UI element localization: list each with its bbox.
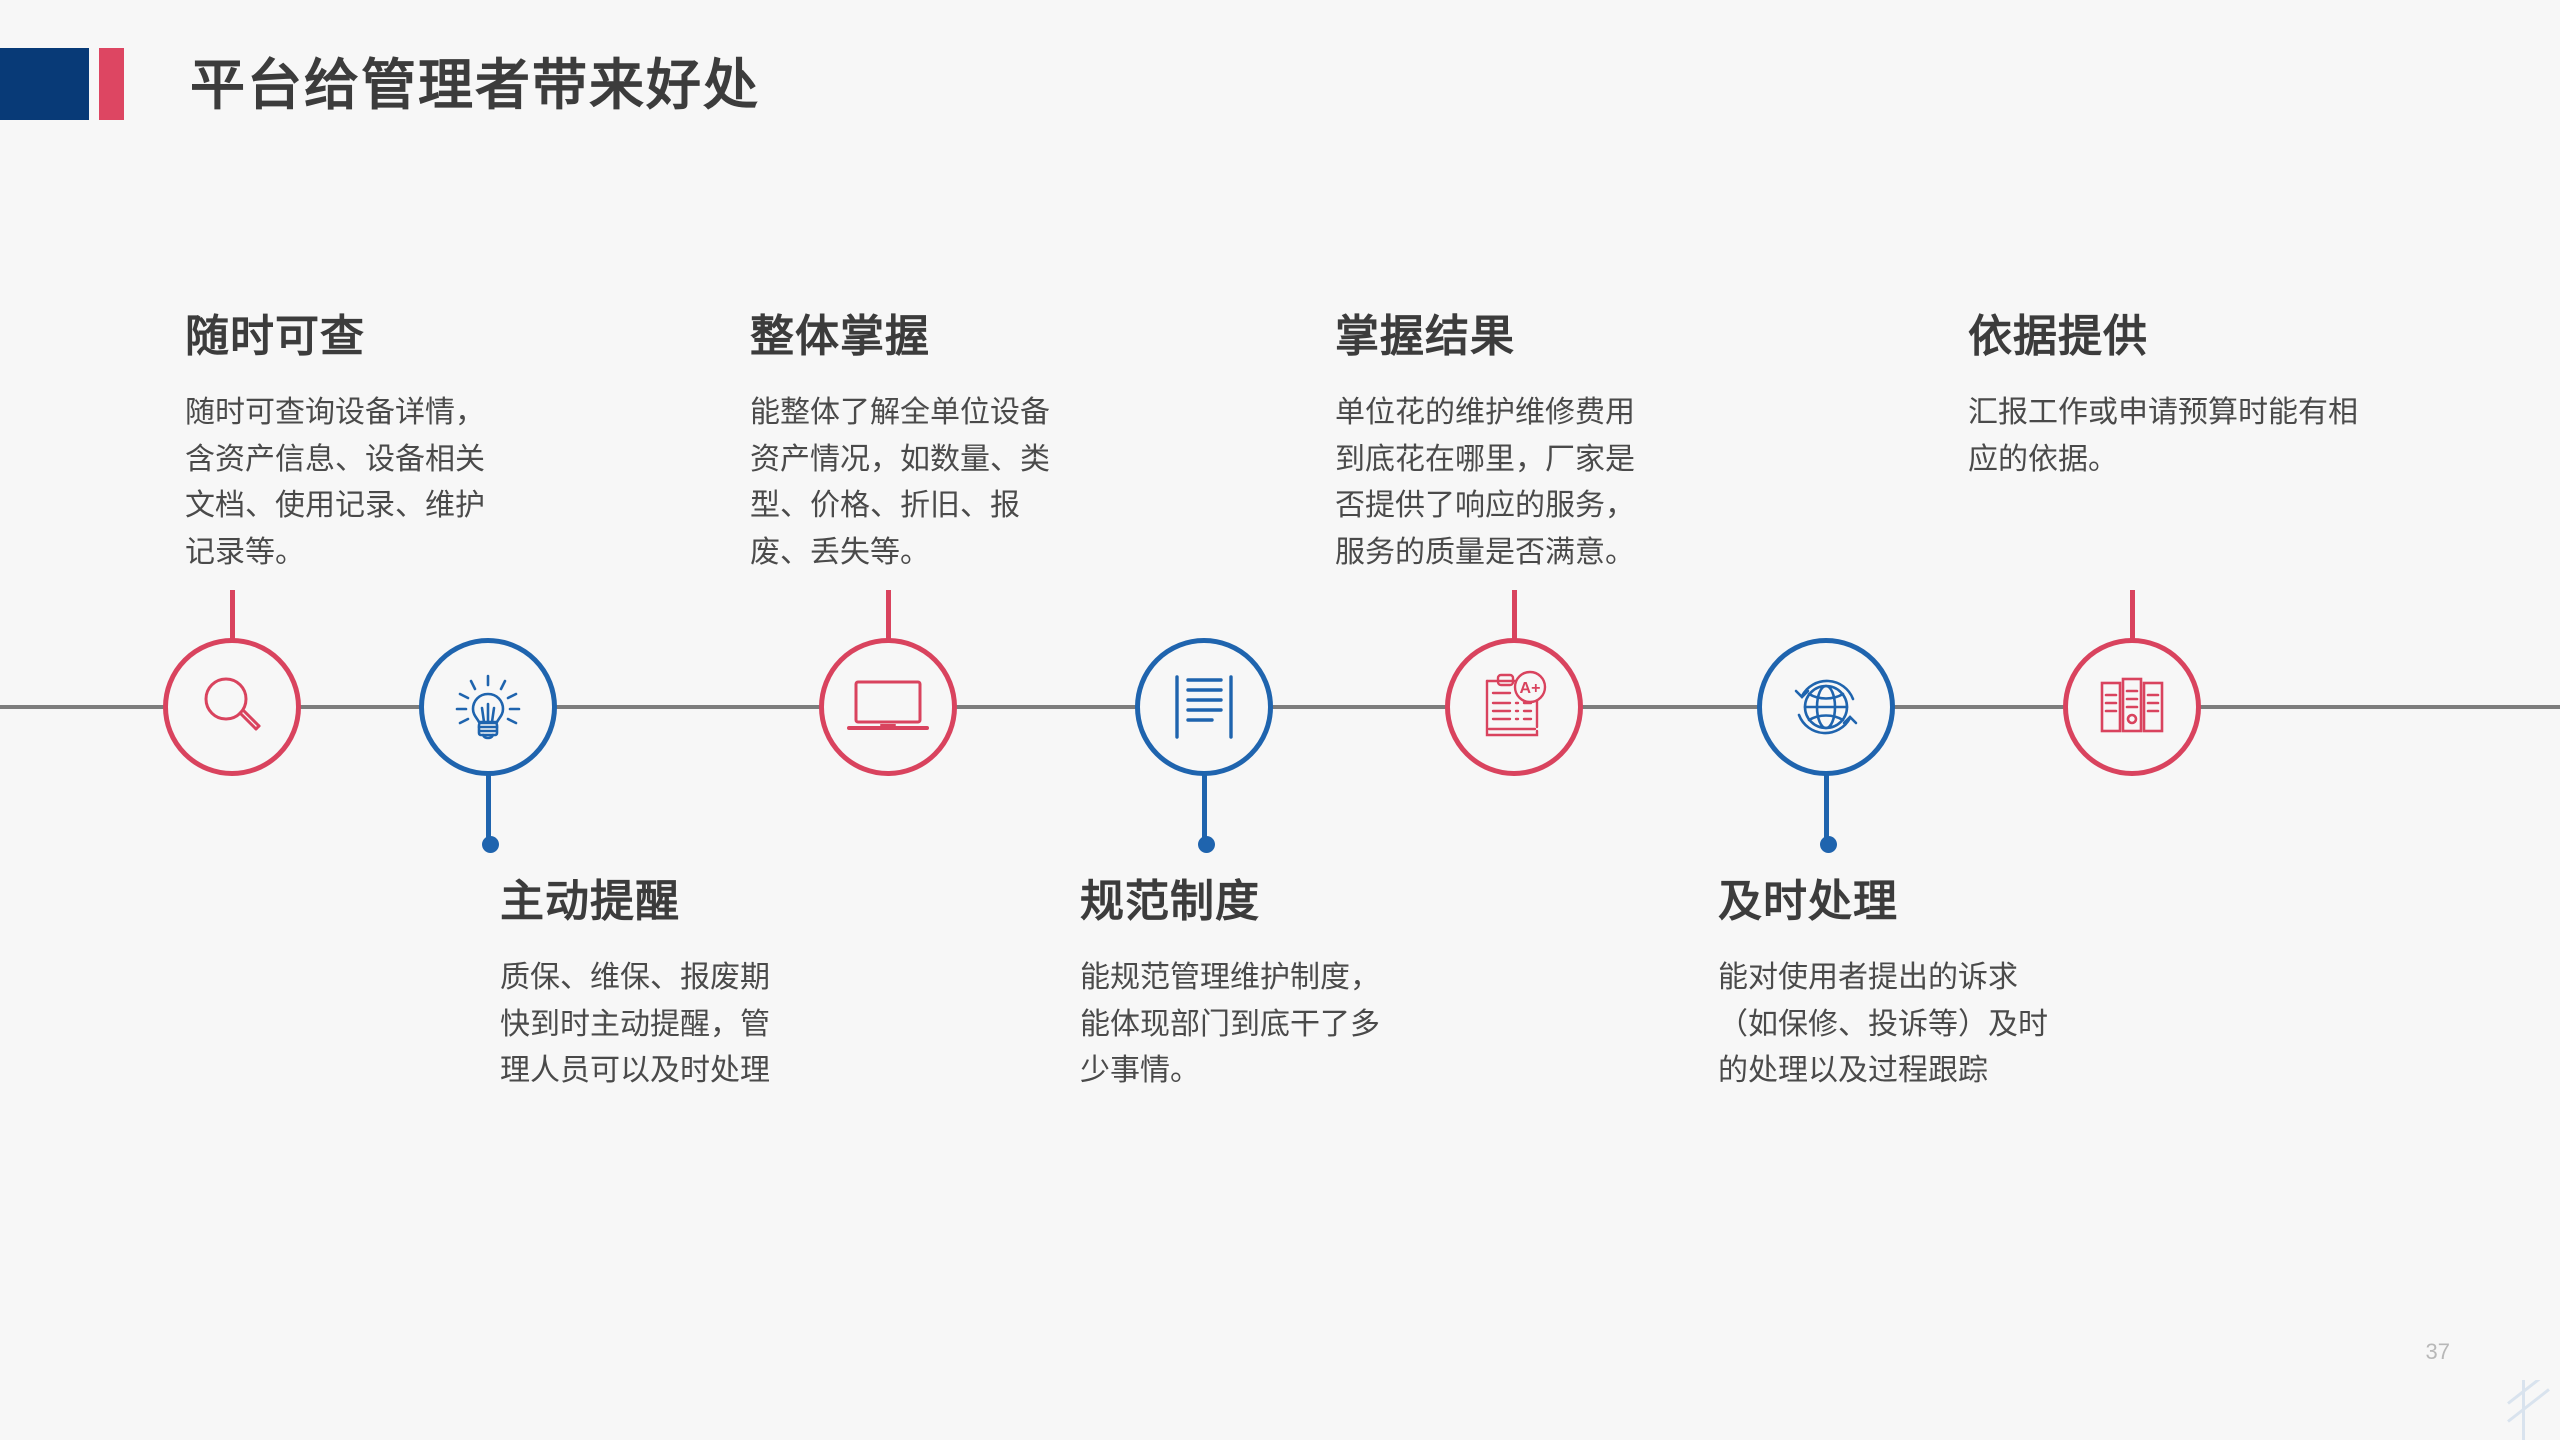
document-lines-icon [1166,669,1242,745]
navy-accent-block [0,48,89,120]
feature-block-bottom-1: 主动提醒 质保、维保、报废期快到时主动提醒，管理人员可以及时处理 [500,865,788,1095]
title-accent-marks [0,48,130,120]
clipboard-grade-icon: A+ [1474,667,1554,747]
feature-title: 及时处理 [1718,877,1898,926]
magnifier-icon [195,670,269,744]
stem-node-3 [886,590,891,640]
stem-dot-node-6 [1820,836,1837,853]
feature-body: 单位花的维护维修费用到底花在哪里，厂家是否提供了响应的服务，服务的质量是否满意。 [1335,396,1635,569]
feature-block-bottom-3: 及时处理 能对使用者提出的诉求（如保修、投诉等）及时的处理以及过程跟踪 [1718,865,2048,1095]
feature-title: 整体掌握 [750,312,930,361]
timeline-node-7[interactable] [2063,638,2201,776]
stem-node-2 [486,774,491,840]
feature-block-top-3: 掌握结果 单位花的维护维修费用到底花在哪里，厂家是否提供了响应的服务，服务的质量… [1335,300,1653,576]
feature-block-top-4: 依据提供 汇报工作或申请预算时能有相应的依据。 [1968,300,2368,483]
stem-node-5 [1512,590,1517,640]
timeline-node-4[interactable] [1135,638,1273,776]
page-title: 平台给管理者带来好处 [190,54,761,116]
timeline-node-6[interactable] [1757,638,1895,776]
feature-body: 汇报工作或申请预算时能有相应的依据。 [1968,396,2358,476]
feature-body: 能规范管理维护制度，能体现部门到底干了多少事情。 [1080,961,1380,1087]
corner-decoration [2500,1380,2560,1440]
lightbulb-icon [449,668,527,746]
stem-dot-node-2 [482,836,499,853]
timeline-node-2[interactable] [419,638,557,776]
svg-text:A+: A+ [1520,680,1541,697]
archive-binders-icon [2094,673,2170,741]
timeline-axis [0,705,2560,709]
laptop-icon [847,676,929,738]
stem-node-1 [230,590,235,640]
timeline-node-5[interactable]: A+ [1445,638,1583,776]
feature-body: 能整体了解全单位设备资产情况，如数量、类型、价格、折旧、报废、丢失等。 [750,396,1050,569]
feature-title: 随时可查 [185,312,365,361]
stem-dot-node-4 [1198,836,1215,853]
timeline-node-1[interactable] [163,638,301,776]
feature-block-top-1: 随时可查 随时可查询设备详情，含资产信息、设备相关文档、使用记录、维护记录等。 [185,300,485,576]
stem-node-4 [1202,774,1207,840]
globe-refresh-icon [1785,666,1867,748]
stem-node-6 [1824,774,1829,840]
red-accent-bar [99,48,124,120]
feature-block-bottom-2: 规范制度 能规范管理维护制度，能体现部门到底干了多少事情。 [1080,865,1400,1095]
page-number: 37 [2425,1339,2450,1364]
feature-title: 掌握结果 [1335,312,1515,361]
feature-title: 依据提供 [1968,312,2148,361]
feature-title: 主动提醒 [500,877,680,926]
feature-body: 随时可查询设备详情，含资产信息、设备相关文档、使用记录、维护记录等。 [185,396,485,569]
timeline-node-3[interactable] [819,638,957,776]
feature-body: 质保、维保、报废期快到时主动提醒，管理人员可以及时处理 [500,961,770,1087]
feature-block-top-2: 整体掌握 能整体了解全单位设备资产情况，如数量、类型、价格、折旧、报废、丢失等。 [750,300,1050,576]
feature-body: 能对使用者提出的诉求（如保修、投诉等）及时的处理以及过程跟踪 [1718,961,2048,1087]
corner-bar-diagonal-2 [2507,1388,2550,1423]
stem-node-7 [2130,590,2135,640]
feature-title: 规范制度 [1080,877,1260,926]
